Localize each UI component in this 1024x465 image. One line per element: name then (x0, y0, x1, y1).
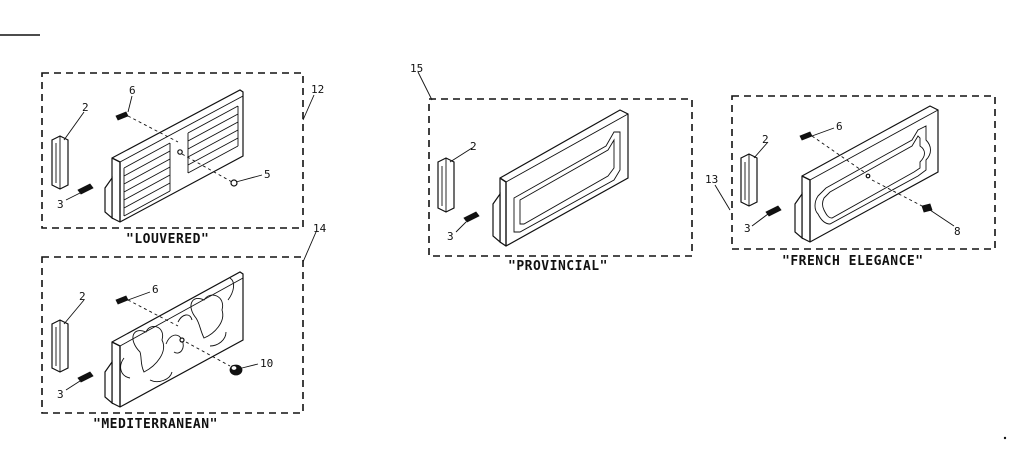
french-elegance-callout-2: 2 (762, 133, 769, 146)
french-elegance-end-cap (740, 153, 758, 207)
provincial-group: 2 3 15 "PROVINCIAL" (410, 62, 693, 274)
french-elegance-callout-8: 8 (954, 225, 961, 238)
louvered-frame (41, 72, 304, 229)
provincial-panel (492, 109, 629, 247)
provincial-callout-2: 2 (470, 140, 477, 153)
provincial-caption: "PROVINCIAL" (508, 259, 608, 274)
louvered-plug (181, 153, 238, 187)
french-elegance-group: 2 6 3 8 13 "FRENCH ELEGANCE" (705, 95, 996, 269)
mediterranean-knob (185, 341, 243, 376)
french-elegance-callout-6: 6 (836, 120, 843, 133)
mediterranean-ref: 14 (313, 222, 327, 235)
louvered-callout-3: 3 (57, 198, 64, 211)
mediterranean-callout-6: 6 (152, 283, 159, 296)
louvered-screw-small (77, 183, 94, 195)
louvered-caption: "LOUVERED" (126, 232, 209, 247)
provincial-end-cap (437, 157, 455, 213)
speck (1003, 436, 1007, 440)
mediterranean-caption: "MEDITERRANEAN" (93, 417, 218, 432)
french-elegance-caption: "FRENCH ELEGANCE" (782, 254, 924, 269)
louvered-callout-6: 6 (129, 84, 136, 97)
mediterranean-panel (104, 271, 244, 408)
provincial-frame (428, 98, 693, 257)
mediterranean-callout-2: 2 (79, 290, 86, 303)
mediterranean-screw-small (77, 371, 94, 383)
louvered-panel (104, 89, 244, 223)
provincial-screw-small (463, 211, 480, 223)
provincial-ref: 15 (410, 62, 423, 75)
provincial-callout-3: 3 (447, 230, 454, 243)
french-elegance-ref: 13 (705, 173, 718, 186)
louvered-end-cap (51, 135, 69, 190)
mediterranean-end-cap (51, 319, 69, 373)
mediterranean-group: 2 6 3 10 14 "MEDITERRANEAN" (41, 222, 327, 432)
louvered-callout-5: 5 (264, 168, 271, 181)
french-elegance-callout-3: 3 (744, 222, 751, 235)
french-elegance-frame (731, 95, 996, 250)
louvered-screw (115, 111, 179, 143)
mediterranean-frame (41, 256, 304, 414)
mediterranean-callout-10: 10 (260, 357, 273, 370)
louvered-group: 2 6 3 5 12 "LOUVERED" (41, 72, 324, 247)
louvered-callout-2: 2 (82, 101, 89, 114)
french-elegance-panel (794, 105, 939, 243)
french-elegance-plug (871, 179, 933, 213)
louvered-ref: 12 (311, 83, 324, 96)
french-elegance-screw-small (765, 205, 782, 217)
mediterranean-callout-3: 3 (57, 388, 64, 401)
